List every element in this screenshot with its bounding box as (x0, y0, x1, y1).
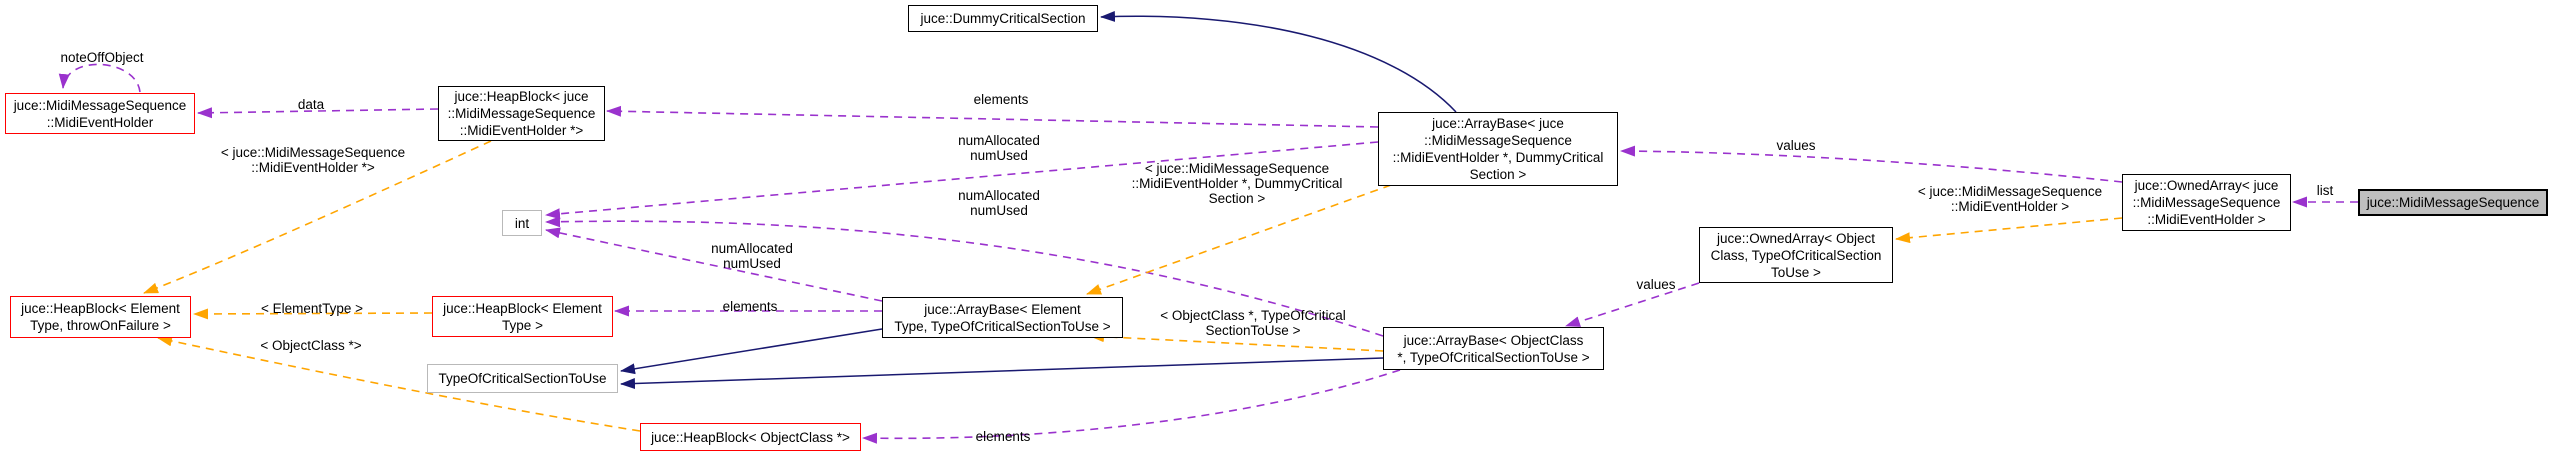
edge-label-numallocated-objectclass: numAllocated numUsed (958, 188, 1040, 218)
node-ownedarray-midi-event-holder[interactable]: juce::OwnedArray< juce ::MidiMessageSequ… (2122, 174, 2291, 231)
node-heapblock-midi-event-holder[interactable]: juce::HeapBlock< juce ::MidiMessageSeque… (438, 86, 605, 141)
edge-label-template-ownedarray-midi: < juce::MidiMessageSequence ::MidiEventH… (1917, 184, 2103, 214)
edge-noteoffobject-selfloop (58, 63, 141, 93)
node-heapblock-objectclass-ptr[interactable]: juce::HeapBlock< ObjectClass *> (640, 423, 861, 451)
edge-label-template-arraybase-objectclass: < ObjectClass *, TypeOfCritical SectionT… (1160, 308, 1346, 338)
edge-values-ownedarray-midi (1620, 145, 2123, 183)
edge-inherit-tocstu-from-element (620, 328, 883, 375)
edge-label-data: data (297, 97, 325, 112)
edge-template-ownedarray-midi (1895, 217, 2123, 244)
edge-data (197, 107, 439, 119)
node-arraybase-element-type[interactable]: juce::ArrayBase< Element Type, TypeOfCri… (882, 297, 1123, 338)
edge-num-arraybase-element (545, 227, 883, 302)
edge-elements-arraybase-midi (606, 105, 1379, 128)
edge-label-numallocated-midi: numAllocated numUsed (958, 133, 1040, 163)
edge-template-arraybase-objectclass (1089, 331, 1384, 352)
edge-elements-arraybase-objectclass (862, 369, 1401, 444)
edge-inherit-dummycriticalsection (1100, 10, 1457, 113)
edge-label-elements-mid: elements (722, 299, 778, 314)
edge-label-list: list (2316, 183, 2334, 198)
node-midi-event-holder[interactable]: juce::MidiMessageSequence ::MidiEventHol… (5, 93, 195, 134)
edge-label-template-elementtype: < ElementType > (260, 301, 364, 316)
node-heapblock-element-type[interactable]: juce::HeapBlock< Element Type > (432, 296, 613, 337)
edge-template-heapblock-objectclass (157, 335, 641, 432)
edge-num-arraybase-objectclass (545, 216, 1384, 337)
edge-label-numallocated-element: numAllocated numUsed (711, 241, 793, 271)
edge-inherit-tocstu-from-objectclass (620, 357, 1384, 390)
edge-label-elements-bottom: elements (975, 429, 1031, 444)
edge-template-arraybase-midi (1086, 184, 1392, 295)
edge-values-ownedarray-objectclass (1565, 282, 1700, 327)
node-arraybase-midi-event-holder[interactable]: juce::ArrayBase< juce ::MidiMessageSeque… (1378, 112, 1618, 186)
node-type-of-critical-section-to-use: TypeOfCriticalSectionToUse (427, 364, 618, 393)
edge-label-noteoffobject: noteOffObject (60, 50, 144, 65)
edge-label-elements-top: elements (973, 92, 1029, 107)
node-int: int (502, 210, 542, 236)
node-ownedarray-objectclass[interactable]: juce::OwnedArray< Object Class, TypeOfCr… (1699, 227, 1893, 283)
edge-template-heapblock-element (193, 308, 433, 320)
edge-label-template-arraybase-midi: < juce::MidiMessageSequence ::MidiEventH… (1131, 161, 1343, 206)
edge-label-values-midi: values (1776, 138, 1816, 153)
node-midi-message-sequence: juce::MidiMessageSequence (2358, 189, 2548, 216)
node-dummy-critical-section[interactable]: juce::DummyCriticalSection (908, 5, 1098, 32)
edge-template-heapblock-midi (143, 140, 492, 294)
edge-label-template-heapblock-midi: < juce::MidiMessageSequence ::MidiEventH… (220, 145, 406, 175)
node-arraybase-objectclass-ptr[interactable]: juce::ArrayBase< ObjectClass *, TypeOfCr… (1383, 327, 1604, 370)
edge-label-template-objectclass-ptr: < ObjectClass *> (260, 338, 362, 353)
node-heapblock-element-throwonfailure[interactable]: juce::HeapBlock< Element Type, throwOnFa… (10, 296, 191, 338)
edge-label-values-objectclass: values (1636, 277, 1676, 292)
